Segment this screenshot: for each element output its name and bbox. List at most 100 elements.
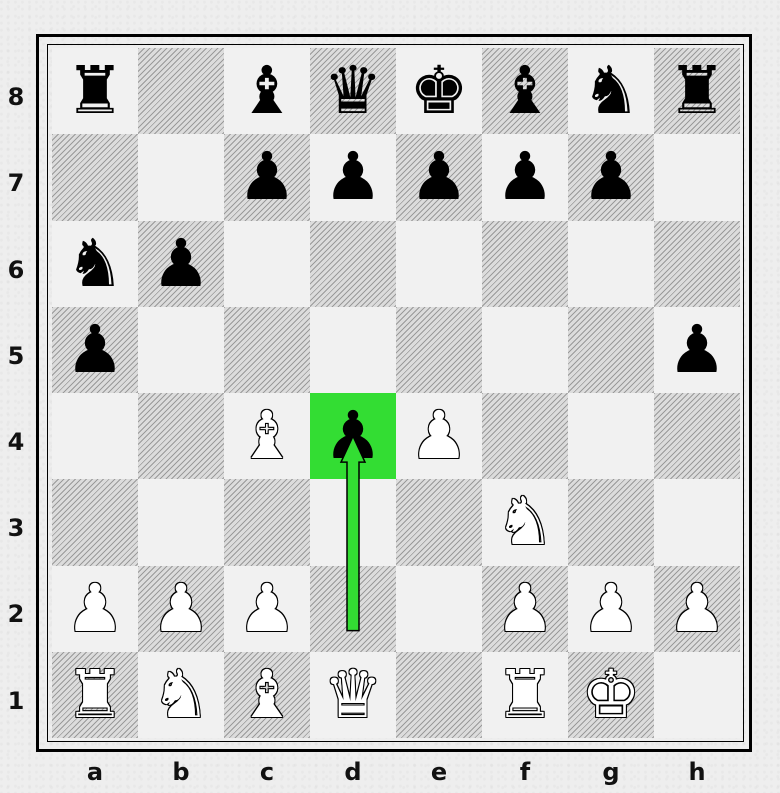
square-d3[interactable] <box>310 479 396 565</box>
white-pawn-icon[interactable]: ♟ <box>138 566 224 652</box>
square-c3[interactable] <box>224 479 310 565</box>
black-pawn-icon[interactable]: ♟ <box>396 134 482 220</box>
square-e4[interactable]: ♟ <box>396 393 482 479</box>
square-d5[interactable] <box>310 307 396 393</box>
black-queen-icon[interactable]: ♛ <box>310 48 396 134</box>
chessboard[interactable]: ♜♝♛♚♝♞♜♟♟♟♟♟♞♟♟♟♝♟♟♞♟♟♟♟♟♟♜♞♝♛♜♚ <box>52 48 740 738</box>
white-pawn-icon[interactable]: ♟ <box>568 566 654 652</box>
square-g8[interactable]: ♞ <box>568 48 654 134</box>
square-a8[interactable]: ♜ <box>52 48 138 134</box>
square-d2[interactable] <box>310 566 396 652</box>
square-e3[interactable] <box>396 479 482 565</box>
square-f5[interactable] <box>482 307 568 393</box>
black-king-icon[interactable]: ♚ <box>396 48 482 134</box>
black-rook-icon[interactable]: ♜ <box>52 48 138 134</box>
square-d1[interactable]: ♛ <box>310 652 396 738</box>
square-b5[interactable] <box>138 307 224 393</box>
black-knight-icon[interactable]: ♞ <box>568 48 654 134</box>
square-a1[interactable]: ♜ <box>52 652 138 738</box>
square-d7[interactable]: ♟ <box>310 134 396 220</box>
square-d4[interactable]: ♟ <box>310 393 396 479</box>
white-pawn-icon[interactable]: ♟ <box>482 566 568 652</box>
white-king-icon[interactable]: ♚ <box>568 652 654 738</box>
square-g7[interactable]: ♟ <box>568 134 654 220</box>
square-g6[interactable] <box>568 221 654 307</box>
square-a7[interactable] <box>52 134 138 220</box>
square-e6[interactable] <box>396 221 482 307</box>
square-f6[interactable] <box>482 221 568 307</box>
square-c5[interactable] <box>224 307 310 393</box>
square-f4[interactable] <box>482 393 568 479</box>
white-bishop-icon[interactable]: ♝ <box>224 393 310 479</box>
white-rook-icon[interactable]: ♜ <box>482 652 568 738</box>
black-pawn-icon[interactable]: ♟ <box>310 393 396 479</box>
square-b6[interactable]: ♟ <box>138 221 224 307</box>
white-pawn-icon[interactable]: ♟ <box>396 393 482 479</box>
black-bishop-icon[interactable]: ♝ <box>482 48 568 134</box>
square-b2[interactable]: ♟ <box>138 566 224 652</box>
square-g3[interactable] <box>568 479 654 565</box>
black-knight-icon[interactable]: ♞ <box>52 221 138 307</box>
square-h6[interactable] <box>654 221 740 307</box>
square-e1[interactable] <box>396 652 482 738</box>
square-h7[interactable] <box>654 134 740 220</box>
white-pawn-icon[interactable]: ♟ <box>654 566 740 652</box>
square-h4[interactable] <box>654 393 740 479</box>
square-g5[interactable] <box>568 307 654 393</box>
square-b3[interactable] <box>138 479 224 565</box>
file-label: e <box>424 758 454 786</box>
square-d8[interactable]: ♛ <box>310 48 396 134</box>
black-bishop-icon[interactable]: ♝ <box>224 48 310 134</box>
white-pawn-icon[interactable]: ♟ <box>224 566 310 652</box>
square-g2[interactable]: ♟ <box>568 566 654 652</box>
square-b7[interactable] <box>138 134 224 220</box>
square-h3[interactable] <box>654 479 740 565</box>
square-c6[interactable] <box>224 221 310 307</box>
black-pawn-icon[interactable]: ♟ <box>224 134 310 220</box>
square-f1[interactable]: ♜ <box>482 652 568 738</box>
black-pawn-icon[interactable]: ♟ <box>654 307 740 393</box>
black-rook-icon[interactable]: ♜ <box>654 48 740 134</box>
square-f2[interactable]: ♟ <box>482 566 568 652</box>
square-e2[interactable] <box>396 566 482 652</box>
square-b1[interactable]: ♞ <box>138 652 224 738</box>
square-a5[interactable]: ♟ <box>52 307 138 393</box>
square-a3[interactable] <box>52 479 138 565</box>
square-f3[interactable]: ♞ <box>482 479 568 565</box>
white-queen-icon[interactable]: ♛ <box>310 652 396 738</box>
square-h5[interactable]: ♟ <box>654 307 740 393</box>
black-pawn-icon[interactable]: ♟ <box>482 134 568 220</box>
square-c2[interactable]: ♟ <box>224 566 310 652</box>
square-b8[interactable] <box>138 48 224 134</box>
white-knight-icon[interactable]: ♞ <box>138 652 224 738</box>
square-c7[interactable]: ♟ <box>224 134 310 220</box>
square-e8[interactable]: ♚ <box>396 48 482 134</box>
square-b4[interactable] <box>138 393 224 479</box>
square-c8[interactable]: ♝ <box>224 48 310 134</box>
white-bishop-icon[interactable]: ♝ <box>224 652 310 738</box>
file-label: f <box>510 758 540 786</box>
white-rook-icon[interactable]: ♜ <box>52 652 138 738</box>
square-c4[interactable]: ♝ <box>224 393 310 479</box>
black-pawn-icon[interactable]: ♟ <box>138 221 224 307</box>
square-e5[interactable] <box>396 307 482 393</box>
square-a2[interactable]: ♟ <box>52 566 138 652</box>
square-h2[interactable]: ♟ <box>654 566 740 652</box>
square-a4[interactable] <box>52 393 138 479</box>
square-a6[interactable]: ♞ <box>52 221 138 307</box>
square-d6[interactable] <box>310 221 396 307</box>
square-h8[interactable]: ♜ <box>654 48 740 134</box>
white-knight-icon[interactable]: ♞ <box>482 479 568 565</box>
square-h1[interactable] <box>654 652 740 738</box>
square-g4[interactable] <box>568 393 654 479</box>
black-pawn-icon[interactable]: ♟ <box>568 134 654 220</box>
black-pawn-icon[interactable]: ♟ <box>310 134 396 220</box>
square-g1[interactable]: ♚ <box>568 652 654 738</box>
file-label: b <box>166 758 196 786</box>
black-pawn-icon[interactable]: ♟ <box>52 307 138 393</box>
square-f8[interactable]: ♝ <box>482 48 568 134</box>
square-c1[interactable]: ♝ <box>224 652 310 738</box>
square-e7[interactable]: ♟ <box>396 134 482 220</box>
white-pawn-icon[interactable]: ♟ <box>52 566 138 652</box>
square-f7[interactable]: ♟ <box>482 134 568 220</box>
